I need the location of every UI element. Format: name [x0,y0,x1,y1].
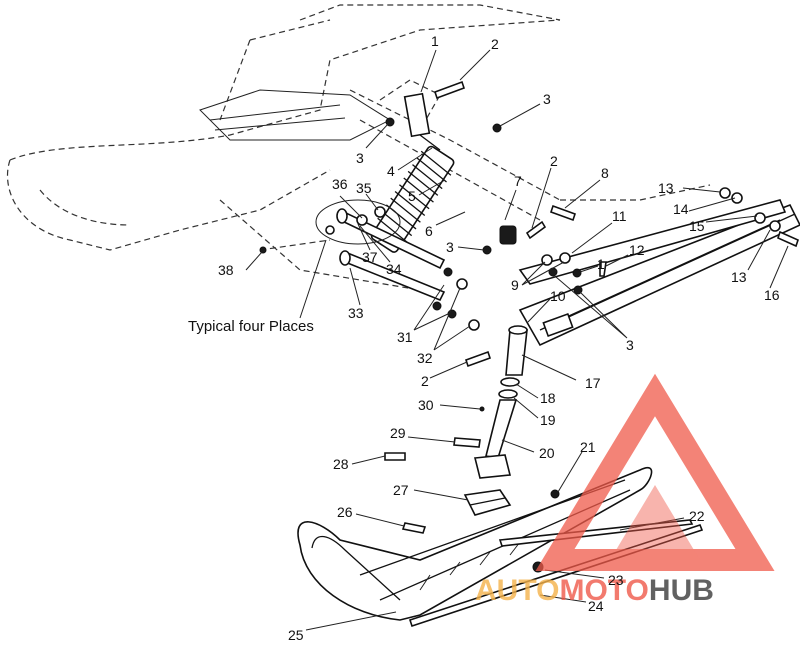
callout: 36 [332,176,348,192]
callout: 38 [218,262,234,278]
callout: 27 [393,482,409,498]
callout: 15 [689,218,705,234]
callout: 1 [597,256,605,272]
callout: 16 [764,287,780,303]
callout: 32 [417,350,433,366]
watermark-moto: MOTO [559,574,648,607]
ski-saddle [463,489,512,516]
callouts: 1 2 3 3 4 5 6 7 2 8 3 13 14 15 13 16 11 … [218,33,780,643]
callout: 3 [446,239,454,255]
callout: 2 [550,153,558,169]
callout: 3 [626,337,634,353]
callout: 23 [608,572,624,588]
callout: 35 [356,180,372,196]
spindle-arm [518,203,800,347]
callout: 1 [431,33,439,49]
caption-typical: Typical four Places [188,318,314,335]
bolts [384,80,799,534]
callout: 3 [543,91,551,107]
callout: 28 [333,456,349,472]
callout: 13 [658,180,674,196]
callout: 6 [425,223,433,239]
watermark-inner-triangle-icon [610,485,700,560]
callout: 25 [288,627,304,643]
callout: 14 [673,201,689,217]
callout: 7 [514,173,522,189]
callout: 5 [408,188,416,204]
callout: 8 [601,165,609,181]
callout: 29 [390,425,406,441]
watermark-auto: AUTO [475,574,559,607]
callout: 10 [550,288,566,304]
callout: 11 [612,208,627,224]
callout: 37 [362,249,378,265]
callout: 2 [491,36,499,52]
spindle [473,325,528,479]
callout: 17 [585,375,601,391]
callout: 24 [588,598,604,614]
callout: 9 [511,277,519,293]
callout: 12 [629,242,645,258]
watermark [535,373,775,571]
detail-circle [315,199,401,245]
callout: 22 [689,508,705,524]
callout: 13 [731,269,747,285]
callout: 4 [387,163,395,179]
callout: 30 [418,397,434,413]
leader-lines [245,49,789,631]
callout: 2 [421,373,429,389]
shock-absorber [370,92,517,253]
callout: 31 [397,329,413,345]
callout: 18 [540,390,556,406]
callout: 19 [540,412,556,428]
watermark-hub: HUB [649,574,714,607]
watermark-triangle-icon [535,373,775,571]
callout: 20 [539,445,555,461]
callout: 26 [337,504,353,520]
callout: 33 [348,305,364,321]
watermark-text: AUTOMOTOHUB [475,574,714,607]
callout: 21 [580,439,596,455]
radius-rods [336,208,446,302]
callout: 34 [386,261,402,277]
callout: 3 [356,150,364,166]
